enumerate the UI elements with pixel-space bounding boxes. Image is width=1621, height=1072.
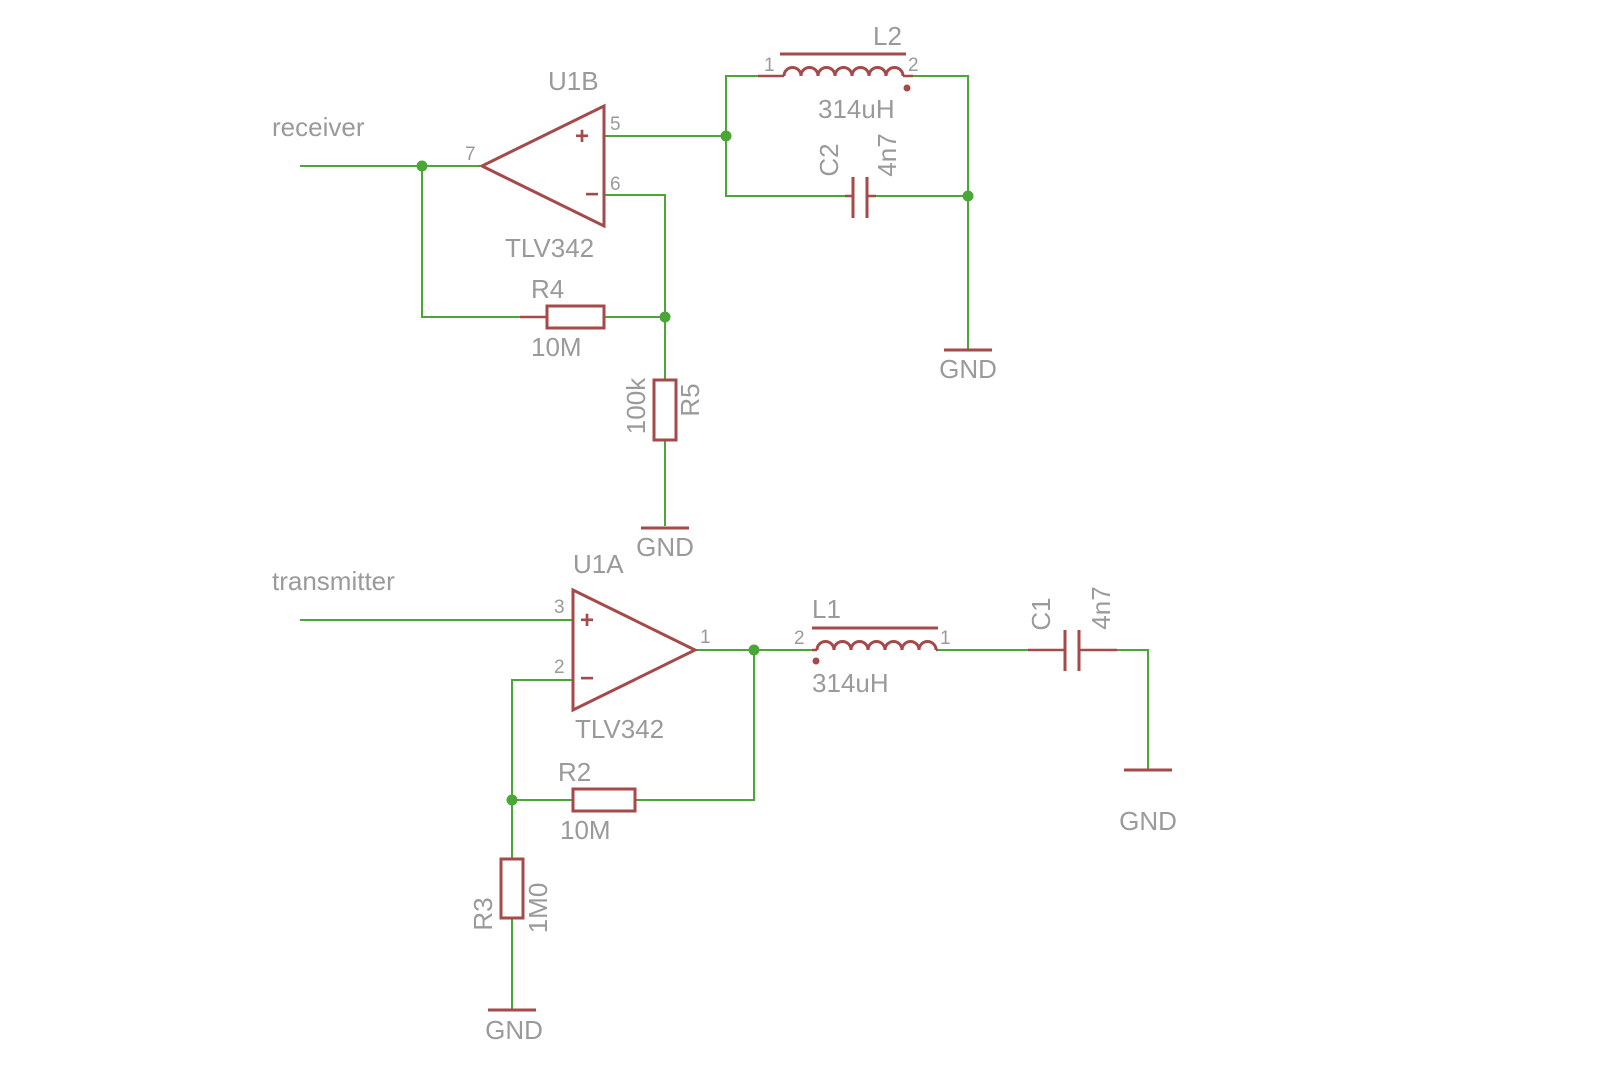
opamp-triangle: [571, 587, 699, 713]
resistor-ref: R3: [468, 897, 498, 930]
inductor-ref: L1: [812, 594, 841, 624]
ground-symbol: GND: [485, 1008, 543, 1045]
plus-sign: +: [580, 607, 594, 634]
capacitor-value: 4n7: [1086, 586, 1116, 629]
ground-label: GND: [939, 354, 997, 384]
plus-sign: +: [575, 123, 589, 150]
pin-number: 2: [554, 657, 565, 678]
minus-sign: −: [585, 181, 599, 208]
junction-dot: [506, 794, 518, 806]
inductor-coil: [815, 640, 938, 651]
pin-number: 7: [465, 144, 476, 165]
r4-left-wire: [421, 166, 520, 318]
junction-dot: [748, 644, 760, 656]
capacitor-ref: C2: [814, 143, 844, 176]
resistor-r2: R2 10M: [558, 757, 637, 845]
u1b-minus-wire: [604, 194, 666, 317]
opamp-ref: U1B: [548, 66, 599, 96]
inductor-l1: L1 314uH 2 1: [794, 594, 951, 698]
polarity-dot: [812, 657, 820, 665]
resistor-body: [499, 857, 525, 920]
polarity-dot: [903, 84, 911, 92]
resistor-value: 10M: [560, 815, 611, 845]
ground-label: GND: [1119, 806, 1177, 836]
ground-symbol: GND: [636, 526, 694, 562]
tank-right-wire: [913, 75, 969, 350]
junction-dot: [416, 160, 428, 172]
resistor-ref: R5: [675, 383, 705, 416]
opamp-value: TLV342: [505, 233, 594, 263]
u1a-minus-wire: [511, 679, 572, 801]
pin-number: 5: [610, 114, 621, 135]
junction-dot: [659, 311, 671, 323]
ground-label: GND: [636, 532, 694, 562]
opamp-u1a: + − U1A TLV342 3 2 1: [554, 549, 711, 744]
r2-right-wire: [635, 650, 755, 801]
c1-right-wire: [1117, 649, 1149, 770]
opamp-triangle: [478, 103, 606, 229]
pin-number: 2: [908, 55, 919, 76]
capacitor-c2: C2 4n7: [814, 133, 902, 218]
ground-symbol: GND: [1119, 768, 1177, 836]
inductor-value: 314uH: [812, 668, 889, 698]
inductor-ref: L2: [873, 21, 902, 51]
resistor-value: 100k: [621, 377, 651, 434]
resistor-ref: R4: [531, 274, 564, 304]
opamp-value: TLV342: [575, 714, 664, 744]
net-label-receiver: receiver: [272, 112, 365, 142]
resistor-ref: R2: [558, 757, 591, 787]
ground-label: GND: [485, 1015, 543, 1045]
resistor-r5: R5 100k: [621, 377, 705, 442]
junction-dot: [720, 130, 732, 142]
pin-number: 2: [794, 628, 805, 649]
resistor-body: [652, 378, 678, 442]
opamp-ref: U1A: [573, 549, 624, 579]
minus-sign: −: [580, 665, 594, 692]
resistor-body: [545, 304, 606, 330]
receiver-wires: [300, 75, 969, 526]
ground-symbol: GND: [939, 348, 997, 384]
resistor-value: 10M: [531, 332, 582, 362]
pin-number: 1: [764, 55, 775, 76]
pin-number: 1: [940, 628, 951, 649]
junction-dot: [962, 190, 974, 202]
pin-number: 1: [700, 627, 711, 648]
transmitter-stage: + − U1A TLV342 3 2 1 R2 10M R3 1M0 GND: [272, 549, 1177, 1045]
pin-number: 6: [610, 174, 621, 195]
capacitor-value: 4n7: [872, 133, 902, 176]
resistor-body: [571, 787, 637, 813]
capacitor-c1: C1 4n7: [1026, 586, 1117, 671]
resistor-value: 1M0: [523, 883, 553, 934]
pin-number: 3: [554, 597, 565, 618]
capacitor-ref: C1: [1026, 597, 1056, 630]
net-label-transmitter: transmitter: [272, 566, 395, 596]
opamp-u1b: + − U1B TLV342 5 6 7: [465, 66, 621, 263]
resistor-r3: R3 1M0: [468, 857, 553, 934]
inductor-value: 314uH: [818, 94, 895, 124]
inductor-l2: L2 314uH 1 2: [758, 21, 919, 124]
receiver-stage: + − U1B TLV342 5 6 7 R4 10M R5 100k GND: [272, 21, 997, 562]
transmitter-wires: [300, 619, 1149, 1010]
resistor-r4: R4 10M: [520, 274, 606, 362]
inductor-coil: [782, 66, 905, 77]
